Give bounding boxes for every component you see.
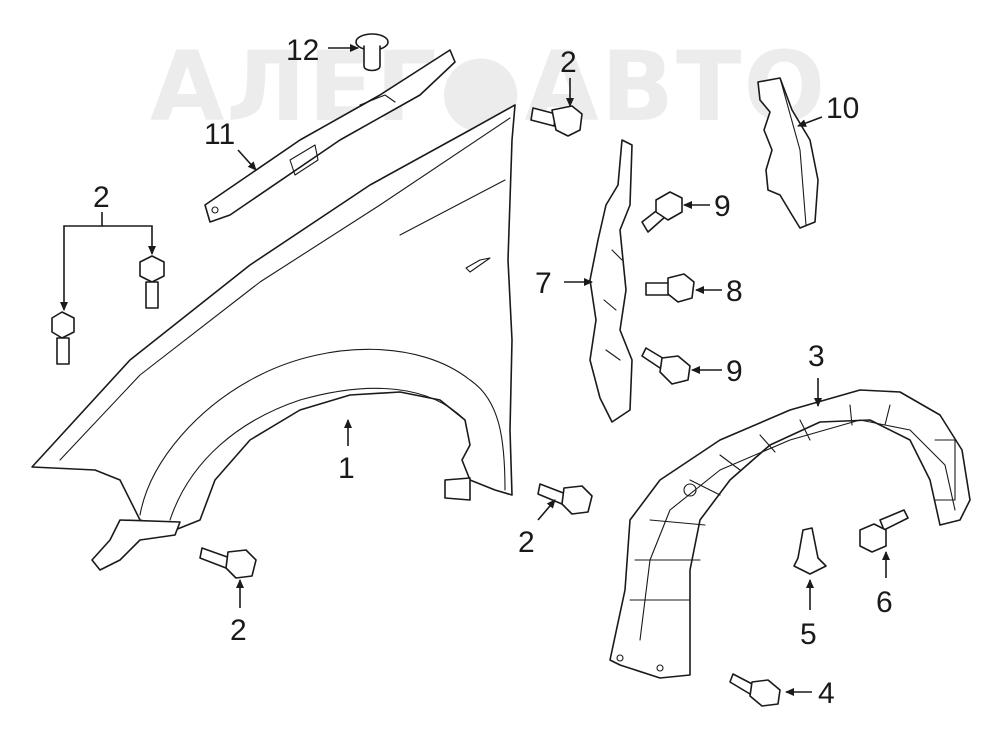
liner-3-part[interactable]	[609, 389, 971, 679]
callout-12: 12	[286, 34, 319, 67]
callout-11: 11	[204, 118, 235, 151]
callout-3: 3	[808, 340, 825, 373]
bolt-2-bottom-left[interactable]	[199, 547, 257, 579]
callout-10: 10	[826, 92, 859, 125]
fender-part[interactable]	[31, 104, 516, 571]
bolt-9-bottom[interactable]	[641, 347, 691, 385]
callout-6: 6	[876, 586, 893, 619]
callout-5: 5	[800, 618, 817, 651]
callout-9-bottom: 9	[726, 355, 743, 388]
callout-8: 8	[726, 275, 743, 308]
callout-2-top: 2	[560, 46, 577, 79]
callout-9-top: 9	[714, 190, 731, 223]
callout-2-left: 2	[93, 181, 110, 214]
fender-bracket-part[interactable]	[204, 49, 456, 223]
support-7-part[interactable]	[589, 139, 633, 423]
bolt-4-part[interactable]	[729, 673, 781, 707]
callout-2-middle: 2	[518, 526, 535, 559]
bolt-2-left-b[interactable]	[139, 255, 165, 309]
leader-lines	[60, 44, 890, 696]
callout-4: 4	[818, 677, 835, 710]
clip-12-part[interactable]	[355, 33, 389, 72]
bolt-6-part[interactable]	[859, 509, 909, 553]
bolt-2-left-a[interactable]	[51, 311, 75, 365]
callout-1: 1	[338, 452, 355, 485]
callout-7: 7	[535, 267, 552, 300]
clip-5-part[interactable]	[793, 527, 827, 575]
bolt-2-middle[interactable]	[537, 483, 593, 515]
callout-2-bottom: 2	[230, 614, 247, 647]
bolt-8-part[interactable]	[645, 273, 695, 303]
bolt-9-top[interactable]	[641, 191, 683, 233]
